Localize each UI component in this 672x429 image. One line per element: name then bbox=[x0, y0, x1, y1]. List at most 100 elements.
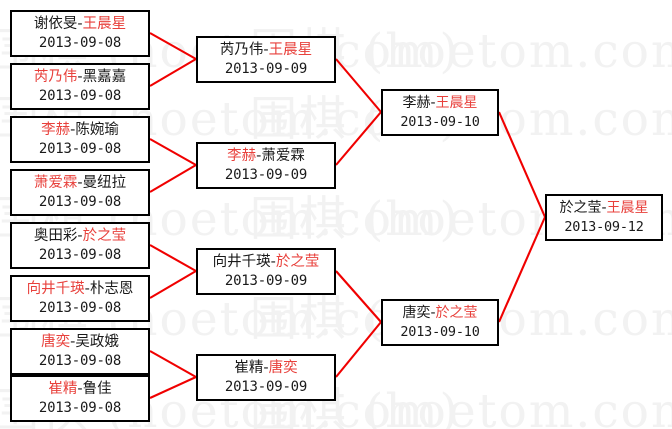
player-separator: - bbox=[70, 334, 76, 350]
player-loser: 萧爱霖 bbox=[261, 148, 305, 164]
player-loser: 奥田彩 bbox=[33, 228, 78, 244]
player-winner: 萧爱霖 bbox=[33, 175, 78, 191]
match-players: 於之莹-王晨星 bbox=[547, 199, 661, 218]
player-separator: - bbox=[77, 16, 83, 32]
match-date: 2013-09-09 bbox=[224, 273, 308, 289]
player-winner: 王晨星 bbox=[435, 95, 478, 111]
connector-r3m1-to-r4m1 bbox=[498, 111, 546, 218]
player-loser: 李赫 bbox=[402, 95, 431, 111]
player-winner: 王晨星 bbox=[268, 42, 313, 58]
player-separator: - bbox=[84, 281, 90, 297]
connector-r3m2-to-r4m1 bbox=[498, 216, 546, 323]
match-players: 谢依旻-王晨星 bbox=[12, 15, 148, 34]
match-date: 2013-09-12 bbox=[564, 219, 644, 235]
match-date: 2013-09-08 bbox=[38, 247, 122, 263]
player-winner: 李赫 bbox=[227, 148, 257, 164]
player-separator: - bbox=[77, 69, 83, 85]
connector-r1m8-to-r2m4 bbox=[149, 376, 197, 399]
player-separator: - bbox=[601, 200, 607, 216]
match-date: 2013-09-08 bbox=[38, 35, 122, 51]
player-winner: 唐奕 bbox=[41, 334, 71, 350]
player-loser: 朴志恩 bbox=[89, 281, 134, 297]
match-players: 李赫-王晨星 bbox=[383, 94, 497, 113]
match-players: 芮乃伟-黑嘉嘉 bbox=[12, 68, 148, 87]
match-date: 2013-09-08 bbox=[38, 400, 122, 416]
match-players: 崔精-唐奕 bbox=[198, 359, 334, 378]
match-date: 2013-09-10 bbox=[400, 114, 480, 130]
match-date: 2013-09-09 bbox=[224, 379, 308, 395]
player-separator: - bbox=[77, 381, 83, 397]
player-loser: 鲁佳 bbox=[82, 381, 112, 397]
match-date: 2013-09-08 bbox=[38, 194, 122, 210]
player-winner: 於之莹 bbox=[435, 305, 478, 321]
match-players: 唐奕-吴政娥 bbox=[12, 333, 148, 352]
match-date: 2013-09-08 bbox=[38, 88, 122, 104]
player-winner: 李赫 bbox=[41, 122, 71, 138]
player-winner: 王晨星 bbox=[82, 16, 127, 32]
player-loser: 唐奕 bbox=[402, 305, 431, 321]
player-loser: 黑嘉嘉 bbox=[82, 69, 127, 85]
player-separator: - bbox=[77, 175, 83, 191]
player-winner: 芮乃伟 bbox=[33, 69, 78, 85]
match-players: 萧爱霖-曼纽拉 bbox=[12, 174, 148, 193]
player-winner: 於之莹 bbox=[82, 228, 127, 244]
match-players: 芮乃伟-王晨星 bbox=[198, 41, 334, 60]
player-loser: 陈婉瑜 bbox=[75, 122, 119, 138]
player-loser: 吴政娥 bbox=[75, 334, 119, 350]
connector-r2m2-to-r3m1 bbox=[335, 111, 382, 166]
match-date: 2013-09-08 bbox=[38, 353, 122, 369]
match-date: 2013-09-08 bbox=[38, 300, 122, 316]
connector-r1m3-to-r2m2 bbox=[149, 138, 197, 166]
connector-r2m1-to-r3m1 bbox=[335, 58, 382, 113]
connector-r1m7-to-r2m4 bbox=[149, 350, 197, 378]
player-winner: 王晨星 bbox=[606, 200, 649, 216]
connector-r2m3-to-r3m2 bbox=[335, 270, 382, 323]
match-players: 唐奕-於之莹 bbox=[383, 304, 497, 323]
match-date: 2013-09-09 bbox=[224, 61, 308, 77]
player-separator: - bbox=[263, 360, 269, 376]
player-loser: 崔精 bbox=[234, 360, 264, 376]
player-separator: - bbox=[270, 254, 276, 270]
player-loser: 向井千瑛 bbox=[212, 254, 271, 270]
player-winner: 唐奕 bbox=[268, 360, 298, 376]
player-winner: 崔精 bbox=[48, 381, 78, 397]
connector-r1m5-to-r2m3 bbox=[149, 244, 197, 272]
player-separator: - bbox=[263, 42, 269, 58]
match-players: 李赫-萧爱霖 bbox=[198, 147, 334, 166]
player-loser: 芮乃伟 bbox=[219, 42, 264, 58]
match-players: 向井千瑛-於之莹 bbox=[198, 253, 334, 272]
match-players: 李赫-陈婉瑜 bbox=[12, 121, 148, 140]
player-loser: 曼纽拉 bbox=[82, 175, 127, 191]
connector-r1m4-to-r2m2 bbox=[149, 164, 197, 193]
player-separator: - bbox=[70, 122, 76, 138]
match-date: 2013-09-08 bbox=[38, 141, 122, 157]
match-date: 2013-09-09 bbox=[224, 167, 308, 183]
player-separator: - bbox=[430, 95, 436, 111]
connector-r1m2-to-r2m1 bbox=[149, 58, 197, 87]
player-separator: - bbox=[430, 305, 436, 321]
player-separator: - bbox=[77, 228, 83, 244]
match-players: 向井千瑛-朴志恩 bbox=[12, 280, 148, 299]
match-date: 2013-09-10 bbox=[400, 324, 480, 340]
match-players: 奥田彩-於之莹 bbox=[12, 227, 148, 246]
match-players: 崔精-鲁佳 bbox=[12, 380, 148, 399]
connector-r1m6-to-r2m3 bbox=[149, 270, 197, 299]
player-winner: 於之莹 bbox=[275, 254, 320, 270]
player-loser: 於之莹 bbox=[559, 200, 602, 216]
